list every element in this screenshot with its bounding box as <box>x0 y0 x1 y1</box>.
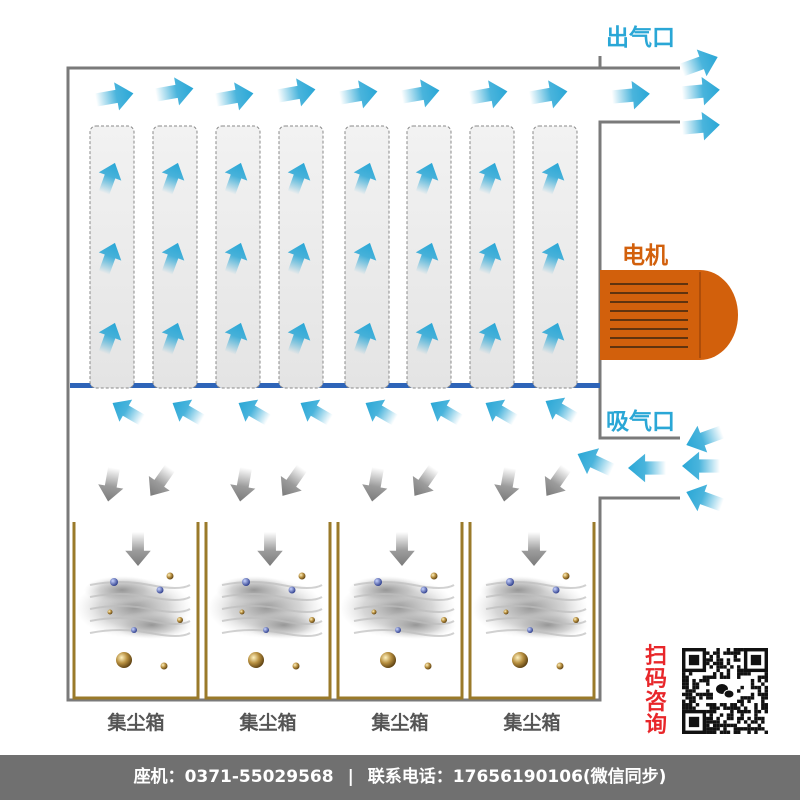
bin-label: 集尘箱 <box>371 712 429 734</box>
motor-icon <box>600 270 738 360</box>
arrow-down-icon <box>491 465 523 504</box>
arrow-down-icon <box>95 465 127 504</box>
inlet-duct <box>598 385 680 440</box>
filter-bags <box>89 125 578 389</box>
dust-bin <box>204 460 332 700</box>
landline-number[interactable]: 0371-55029568 <box>184 767 334 787</box>
bin-label: 集尘箱 <box>107 712 165 734</box>
housing-wall <box>66 66 680 702</box>
arrow-down-icon <box>257 532 283 566</box>
outlet-label: 出气口 <box>606 25 675 51</box>
landline-label: 座机： <box>133 767 185 787</box>
dust-bins <box>72 460 596 700</box>
top-airflow <box>93 74 652 115</box>
arrow-down-icon <box>521 532 547 566</box>
arrow-down-icon <box>389 532 415 566</box>
under-plate-airflow <box>106 389 582 432</box>
arrow-down-icon <box>404 460 445 504</box>
dust-bin <box>468 460 596 700</box>
motor-label: 电机 <box>622 243 668 269</box>
dust-bin <box>72 460 200 700</box>
arrow-down-icon <box>272 460 313 504</box>
qr-code-icon[interactable] <box>682 648 768 734</box>
phone-label: 联系电话： <box>367 767 453 787</box>
scan-consult-text: 扫码咨询 <box>644 644 667 738</box>
bin-label: 集尘箱 <box>503 712 561 734</box>
arrow-down-icon <box>359 465 391 504</box>
footer-separator: | <box>347 767 354 787</box>
filter-plate <box>70 383 600 388</box>
bin-label: 集尘箱 <box>239 712 297 734</box>
arrow-down-icon <box>536 460 577 504</box>
outlet-duct <box>598 56 680 70</box>
outlet-arrows <box>677 43 723 143</box>
arrow-down-icon <box>125 532 151 566</box>
dust-bin <box>336 460 464 700</box>
arrow-down-icon <box>227 465 259 504</box>
inlet-label: 吸气口 <box>606 409 675 435</box>
phone-number[interactable]: 17656190106(微信同步) <box>452 767 667 787</box>
contact-footer: 座机：0371-55029568 | 联系电话：17656190106(微信同步) <box>0 755 800 800</box>
arrow-down-icon <box>140 460 181 504</box>
wechat-icon <box>714 680 736 702</box>
